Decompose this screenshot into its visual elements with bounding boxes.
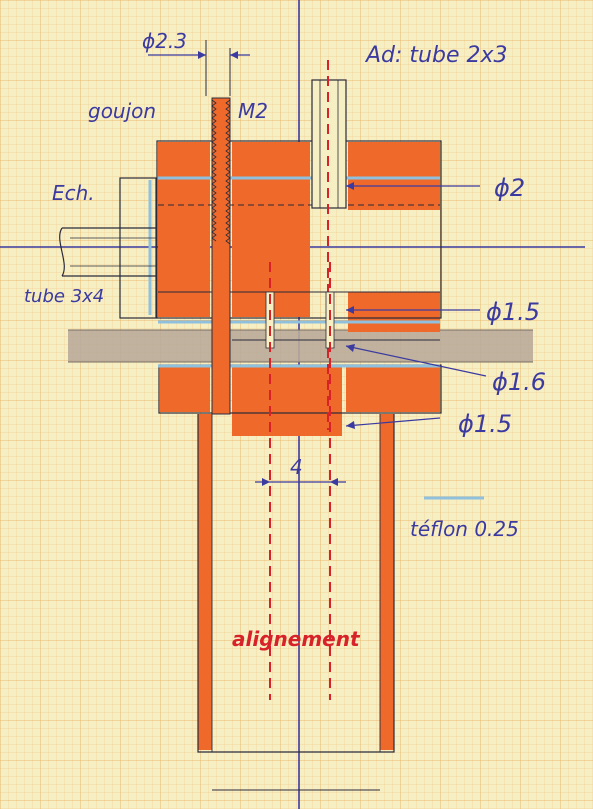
label-alignement: alignement — [232, 627, 361, 651]
leader-d16 — [345, 345, 487, 377]
lower-housing-wall-left — [198, 414, 212, 750]
label-goujon: goujon — [88, 99, 156, 123]
leader-d15b — [345, 417, 441, 427]
arrowhead — [262, 478, 270, 486]
label-tube34: tube 3x4 — [24, 286, 104, 307]
upper-block-outline — [156, 140, 442, 319]
label-d23: ϕ2.3 — [142, 29, 187, 53]
arrowhead — [346, 306, 354, 314]
arrowhead — [346, 421, 355, 429]
wooden-board — [68, 330, 533, 362]
lower-block-middle — [232, 366, 342, 436]
stud-thread — [211, 99, 217, 242]
label-m2: M2 — [238, 99, 268, 123]
label-dim4: 4 — [290, 455, 303, 479]
arrowhead — [330, 478, 338, 486]
label-d15a: ϕ1.5 — [486, 298, 540, 326]
right-block-lower — [348, 292, 440, 332]
lower-block-right — [346, 366, 440, 412]
arrowhead — [346, 182, 354, 190]
arrowhead — [198, 51, 206, 59]
label-ad-tube: Ad: tube 2x3 — [364, 43, 508, 68]
upper-block-left — [158, 142, 210, 317]
lower-housing-outline — [197, 414, 395, 753]
label-d16: ϕ1.6 — [492, 368, 546, 396]
arrowhead — [346, 344, 355, 352]
arrowhead — [230, 51, 238, 59]
label-d15b: ϕ1.5 — [458, 410, 512, 438]
upper-block-middle — [232, 142, 310, 317]
label-ech: Ech. — [52, 181, 95, 205]
left-tube-3x4 — [59, 227, 156, 277]
label-teflon: téflon 0.25 — [410, 517, 519, 541]
threaded-stud — [211, 97, 231, 415]
lower-housing-wall-right — [380, 414, 394, 750]
left-plate — [119, 177, 157, 319]
stud-thread — [225, 99, 231, 245]
lower-block-left — [160, 366, 210, 412]
upper-block-right — [348, 142, 440, 210]
label-d2: ϕ2 — [494, 174, 525, 202]
